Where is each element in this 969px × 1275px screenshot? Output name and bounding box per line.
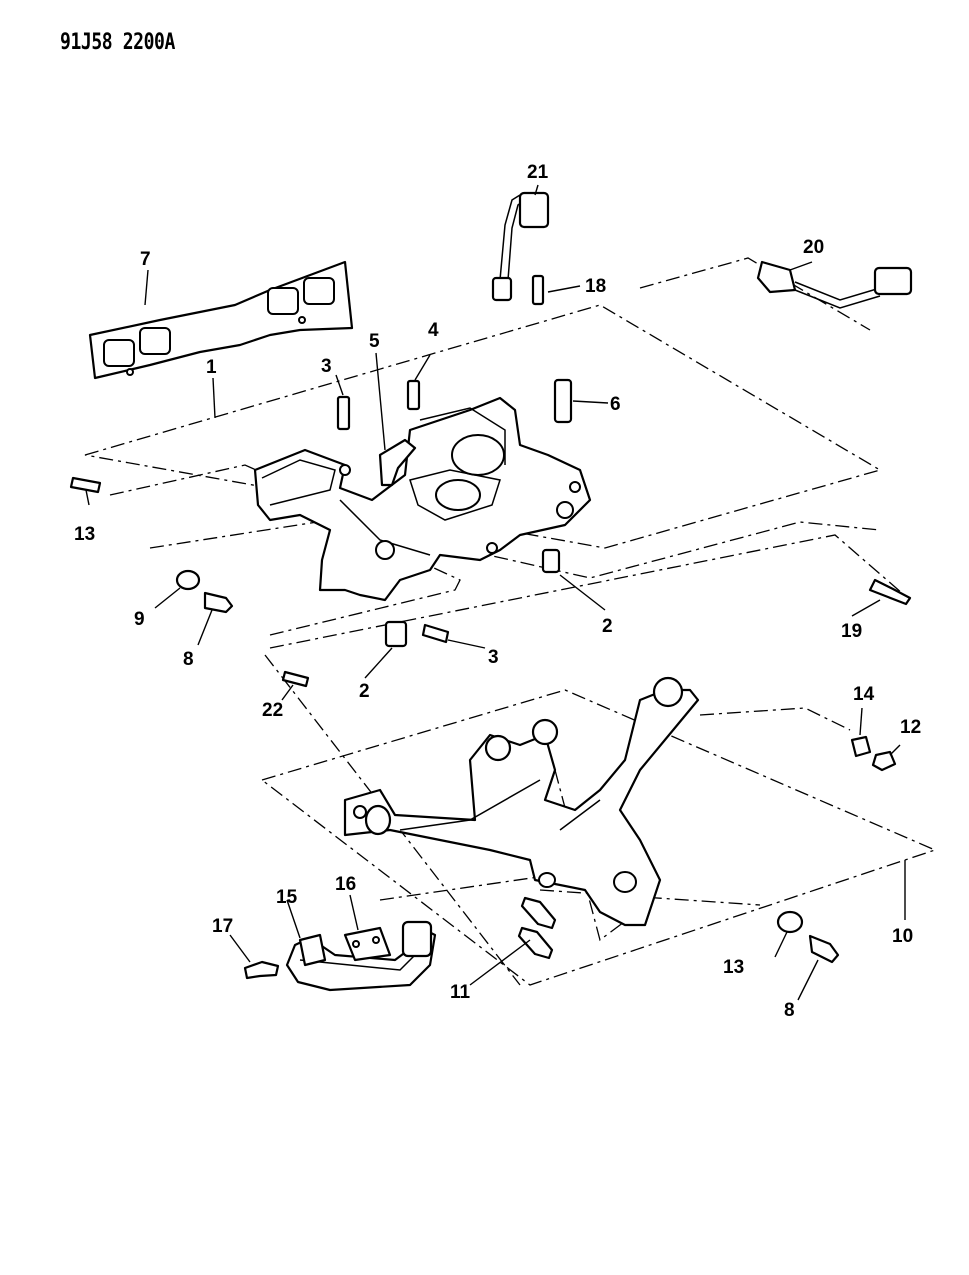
intake-gasket: [88, 260, 354, 380]
callout-17: 17: [212, 916, 233, 937]
callout-21: 21: [527, 162, 549, 183]
exhaust-manifold: [343, 676, 700, 927]
bolt-8-right: [808, 934, 840, 964]
callout-18: 18: [585, 276, 606, 297]
exhaust-fasteners: [517, 735, 897, 964]
callout-10: 10: [892, 926, 913, 947]
sensors-top: [491, 191, 913, 309]
callout-20: 20: [803, 237, 824, 258]
callout-2-right: 2: [602, 616, 613, 637]
callout-13-right: 13: [723, 957, 744, 978]
callout-15: 15: [276, 887, 298, 908]
callout-8-right: 8: [784, 1000, 795, 1021]
stud-3-lower: [421, 623, 450, 644]
sensor-19: [868, 578, 912, 606]
egr-tube-assembly: [243, 920, 437, 992]
callout-2-lower: 2: [359, 681, 370, 702]
bolt-17: [243, 960, 280, 980]
washer-13-right: [776, 910, 804, 934]
bolt-8-left: [203, 591, 234, 614]
spacer-14: [850, 735, 872, 758]
intake-manifold: [253, 396, 592, 602]
leader-lines: [85, 184, 906, 1001]
callout-labels: 7 1 3 5 4 21 18 6 20 13 9 8 2 3 2 22 19 …: [74, 162, 921, 1021]
callout-13-left: 13: [74, 524, 95, 545]
sensor-21-body: [491, 276, 513, 302]
stud-3-upper: [336, 395, 351, 431]
callout-6: 6: [610, 394, 621, 415]
sensor-18: [531, 274, 545, 306]
plug-2-lower: [384, 620, 408, 648]
stud-4: [406, 379, 421, 411]
tube-fitting: [401, 920, 433, 958]
callout-11: 11: [450, 982, 471, 1003]
callout-22: 22: [262, 700, 283, 721]
bolt-11-upper: [520, 896, 557, 930]
callout-4: 4: [428, 320, 439, 341]
connector-20: [873, 266, 913, 296]
callout-3-lower: 3: [488, 647, 499, 668]
manifold-fasteners: [69, 378, 912, 688]
valve-6: [553, 378, 573, 424]
gasket-16: [343, 926, 392, 962]
bolt-11-lower: [517, 926, 554, 960]
document-code: 91J58 2200A: [60, 30, 175, 55]
callout-5: 5: [369, 331, 380, 352]
nut-12: [871, 750, 897, 772]
callout-16: 16: [335, 874, 356, 895]
connector-21: [518, 191, 550, 229]
callout-1: 1: [206, 357, 217, 378]
bolt-22: [281, 670, 310, 688]
callout-9: 9: [134, 609, 145, 630]
callout-7: 7: [140, 249, 151, 270]
callout-12: 12: [900, 717, 921, 738]
fitting-5: [378, 438, 417, 487]
plug-2-right: [541, 548, 561, 574]
callout-19: 19: [841, 621, 862, 642]
callout-14: 14: [853, 684, 875, 705]
flange-15: [298, 933, 327, 967]
stud-13-left: [69, 476, 102, 494]
callout-3-upper: 3: [321, 356, 332, 377]
sensor-20-body: [756, 260, 797, 294]
nut-9: [175, 569, 201, 591]
callout-8-left: 8: [183, 649, 194, 670]
